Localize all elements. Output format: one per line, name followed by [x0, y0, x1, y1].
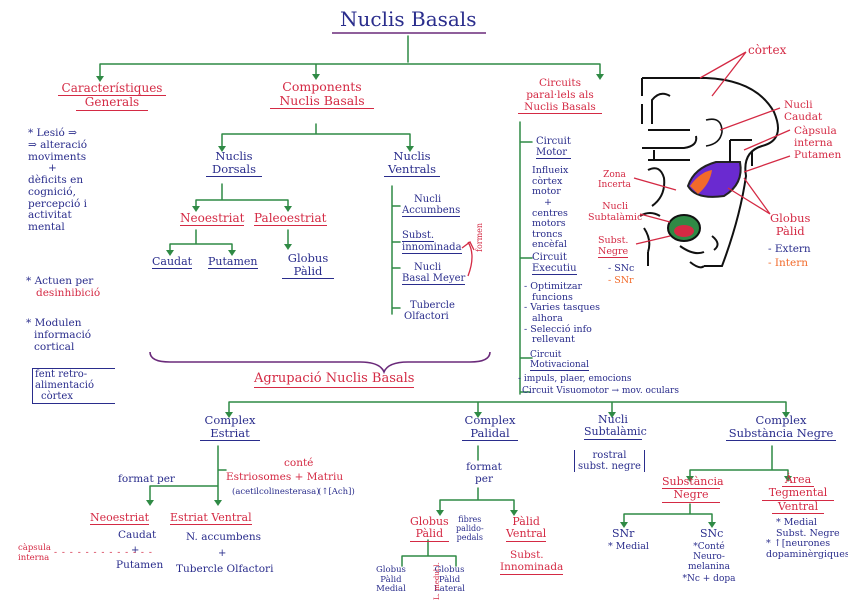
accumbens-group: N. accumbens — [186, 532, 261, 544]
form-label: formen — [476, 223, 485, 252]
neostriatum-group: Neoestriat — [90, 512, 149, 525]
innominate-label: Subst.innominada — [402, 230, 462, 254]
striosome-note: (acetilcolinesterasa) — [232, 488, 320, 498]
internal-label: - Intern — [768, 258, 808, 270]
caudate-label: Caudat — [152, 256, 192, 269]
snc-anatomy-label: - SNc — [608, 264, 634, 275]
capsule-dashes: - - - - - - - - - - - - - — [54, 548, 153, 558]
contains-label: conté — [284, 458, 313, 470]
plus-sign-2: + — [218, 548, 226, 559]
putamen-group: Putamen — [116, 560, 163, 572]
neostriatum-label: Neoestriat — [180, 212, 244, 226]
cortex-label: còrtex — [748, 44, 786, 57]
innominate-group: Subst.Innominada — [500, 550, 563, 575]
olfactory-tubercle-group: Tubercle Olfactori — [176, 564, 273, 576]
general-characteristics-heading: Característiques Generals — [58, 82, 166, 111]
paleostriatum-label: Paleoestriat — [254, 212, 327, 226]
snr-anatomy-label: - SNr — [608, 276, 634, 287]
putamen-anatomy-label: Putamen — [794, 150, 841, 162]
caudate-group: Caudat — [118, 530, 156, 542]
substantia-nigra-anatomy-label: Subst.Negre — [598, 236, 628, 258]
putamen-label: Putamen — [208, 256, 258, 269]
motivational-circuit-text: - impuls, plaer, emocions — [518, 374, 632, 384]
matrix-note: (↑[Ach]) — [318, 488, 355, 498]
snr-note: * Medial — [608, 542, 649, 553]
page-title: Nuclis Basals — [340, 8, 476, 30]
snc-group: SNc — [700, 528, 723, 540]
visuomotor-circuit: Circuit Visuomotor → mov. oculars — [522, 386, 679, 396]
formed-by-label-1: format per — [118, 474, 175, 486]
external-label: - Extern — [768, 244, 811, 256]
snr-group: SNr — [612, 528, 634, 540]
ventral-striatum-group: Estriat Ventral — [170, 512, 252, 525]
striosomes-matrix: Estriosomes + Matriu — [226, 472, 343, 484]
medullary-lamina: L. medul.l. — [434, 562, 442, 600]
grouping-heading: Agrupació Nuclis Basals — [254, 372, 414, 388]
brain-diagram — [640, 78, 778, 267]
